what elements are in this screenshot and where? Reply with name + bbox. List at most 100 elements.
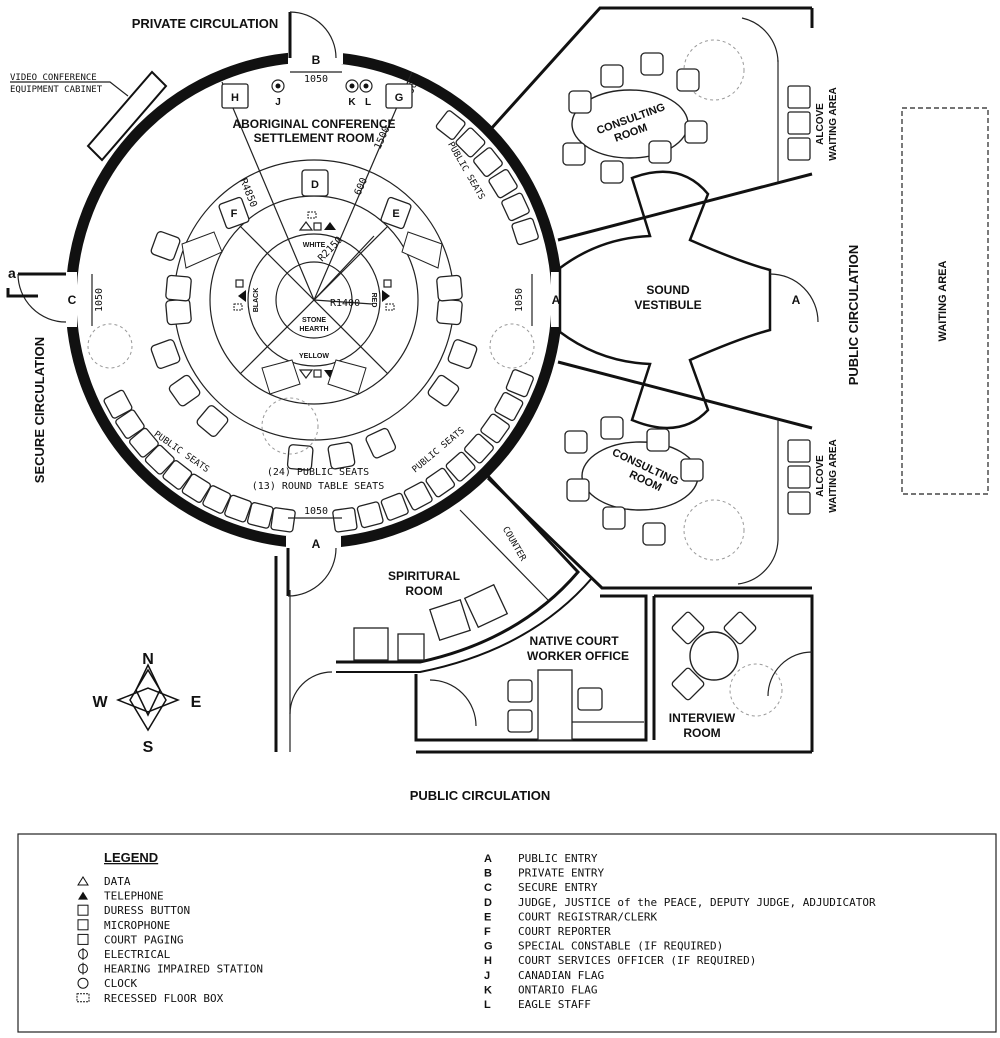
legend-key-letter: B bbox=[484, 868, 492, 880]
round-table-seat[interactable] bbox=[427, 374, 460, 407]
legend-key-label: JUDGE, JUSTICE of the PEACE, DEPUTY JUDG… bbox=[518, 896, 876, 909]
interview-room-label-2: ROOM bbox=[683, 726, 720, 740]
consulting-chair[interactable] bbox=[676, 68, 700, 92]
public-seat[interactable] bbox=[445, 451, 476, 482]
public-seat[interactable] bbox=[511, 217, 539, 246]
public-seat[interactable] bbox=[488, 169, 518, 199]
native-court-label-2: WORKER OFFICE bbox=[527, 649, 629, 663]
public-seat[interactable] bbox=[224, 494, 252, 523]
position-g[interactable]: G bbox=[385, 83, 413, 109]
legend-key-letter: G bbox=[484, 941, 493, 953]
public-seat[interactable] bbox=[463, 433, 494, 464]
round-table-seat[interactable] bbox=[165, 274, 192, 302]
canadian-flag-j: J bbox=[271, 79, 285, 108]
consulting-chair[interactable] bbox=[568, 90, 592, 114]
consulting-chair[interactable] bbox=[648, 140, 672, 164]
public-seat[interactable] bbox=[435, 110, 466, 141]
wheelchair-space-south bbox=[261, 397, 319, 455]
consulting-chair[interactable] bbox=[600, 64, 624, 88]
svg-text:C: C bbox=[68, 293, 77, 307]
position-h[interactable]: H bbox=[221, 83, 249, 109]
round-table-seat[interactable] bbox=[286, 444, 314, 471]
public-seat[interactable] bbox=[455, 127, 486, 158]
native-court-label-1: NATIVE COURT bbox=[529, 634, 619, 648]
public-seat[interactable] bbox=[425, 467, 456, 498]
round-table-seat[interactable] bbox=[436, 274, 463, 302]
round-table-seat[interactable] bbox=[150, 231, 181, 262]
clock-icon bbox=[77, 977, 89, 989]
consulting-chair[interactable] bbox=[564, 430, 588, 454]
consulting-chair[interactable] bbox=[566, 478, 590, 502]
position-d[interactable]: D bbox=[301, 169, 329, 197]
public-seat[interactable] bbox=[128, 427, 159, 458]
round-table-seat[interactable] bbox=[150, 339, 181, 370]
public-seat[interactable] bbox=[103, 389, 133, 419]
round-table-seat[interactable] bbox=[447, 339, 478, 370]
round-table-seat[interactable] bbox=[436, 298, 463, 326]
position-e[interactable]: E bbox=[380, 196, 412, 230]
public-seat[interactable] bbox=[380, 492, 409, 521]
consulting-chair[interactable] bbox=[684, 120, 708, 144]
consulting-chair[interactable] bbox=[646, 428, 670, 452]
door-b-private-entry[interactable]: B bbox=[288, 11, 337, 67]
native-court-worker-office: NATIVE COURT WORKER OFFICE bbox=[414, 594, 812, 754]
legend-key-letter: K bbox=[484, 984, 492, 996]
legend-key-letter: L bbox=[484, 999, 491, 1011]
public-seat[interactable] bbox=[356, 501, 384, 529]
svg-text:A: A bbox=[552, 293, 561, 307]
consulting-chair[interactable] bbox=[600, 160, 624, 184]
door-a-vestibule[interactable]: A bbox=[792, 293, 801, 307]
consulting-chair[interactable] bbox=[640, 52, 664, 76]
public-seat[interactable] bbox=[505, 369, 535, 398]
public-seat[interactable] bbox=[403, 481, 433, 511]
door-gap-c bbox=[63, 272, 77, 327]
sound-vestibule-label-1: SOUND bbox=[646, 283, 690, 297]
round-table-seat[interactable] bbox=[196, 404, 230, 438]
consulting-room-south: CONSULTING ROOM bbox=[486, 360, 813, 590]
legend-key-letter: H bbox=[484, 955, 492, 967]
public-seat[interactable] bbox=[332, 507, 358, 533]
consulting-chair[interactable] bbox=[642, 522, 666, 546]
consulting-chair[interactable] bbox=[602, 506, 626, 530]
door-c-secure-entry[interactable]: C 1050 bbox=[17, 272, 105, 326]
public-seat[interactable] bbox=[494, 391, 524, 422]
round-table-seats bbox=[150, 231, 478, 471]
legend-title: LEGEND bbox=[104, 850, 158, 865]
wheelchair-space-west bbox=[87, 323, 133, 369]
round-table-seat[interactable] bbox=[327, 441, 356, 470]
consulting-chair[interactable] bbox=[600, 416, 624, 440]
public-seat[interactable] bbox=[162, 459, 193, 490]
legend-symbol-label: CLOCK bbox=[104, 977, 137, 990]
consulting-chair[interactable] bbox=[680, 458, 704, 482]
public-seat[interactable] bbox=[181, 473, 212, 503]
private-circulation-label: PRIVATE CIRCULATION bbox=[132, 16, 279, 31]
spiritual-room: COUNTER SPIRITURAL ROOM bbox=[274, 474, 593, 752]
public-seat[interactable] bbox=[115, 409, 146, 440]
compass-north: N bbox=[142, 651, 154, 668]
door-a-public-entry-south[interactable]: A 1050 bbox=[286, 506, 342, 597]
position-f[interactable]: F bbox=[218, 196, 250, 230]
svg-text:E: E bbox=[392, 208, 399, 220]
alcove-waiting-south: ALCOVE WAITING AREA bbox=[787, 439, 839, 515]
round-table-seat[interactable] bbox=[365, 427, 397, 459]
legend-key-letter: F bbox=[484, 926, 491, 938]
public-seat[interactable] bbox=[473, 147, 504, 178]
public-seat[interactable] bbox=[270, 507, 296, 533]
public-seat[interactable] bbox=[246, 502, 274, 529]
round-table-seat[interactable] bbox=[165, 298, 192, 326]
svg-text:a: a bbox=[8, 265, 16, 281]
public-seat[interactable] bbox=[501, 192, 530, 222]
quadrant-white-label: WHITE bbox=[303, 242, 326, 249]
public-seat[interactable] bbox=[480, 413, 511, 444]
compass-west: W bbox=[92, 694, 108, 711]
consulting-chair[interactable] bbox=[562, 142, 586, 166]
cabinet-label-1: VIDEO CONFERENCE bbox=[10, 73, 97, 83]
svg-text:H: H bbox=[231, 92, 239, 104]
public-seat[interactable] bbox=[144, 444, 175, 475]
svg-text:WAITING AREA: WAITING AREA bbox=[828, 439, 839, 513]
round-table-seat[interactable] bbox=[168, 374, 201, 407]
public-seat[interactable] bbox=[202, 485, 232, 514]
legend-key-letter: D bbox=[484, 897, 492, 909]
svg-text:D: D bbox=[311, 179, 319, 191]
